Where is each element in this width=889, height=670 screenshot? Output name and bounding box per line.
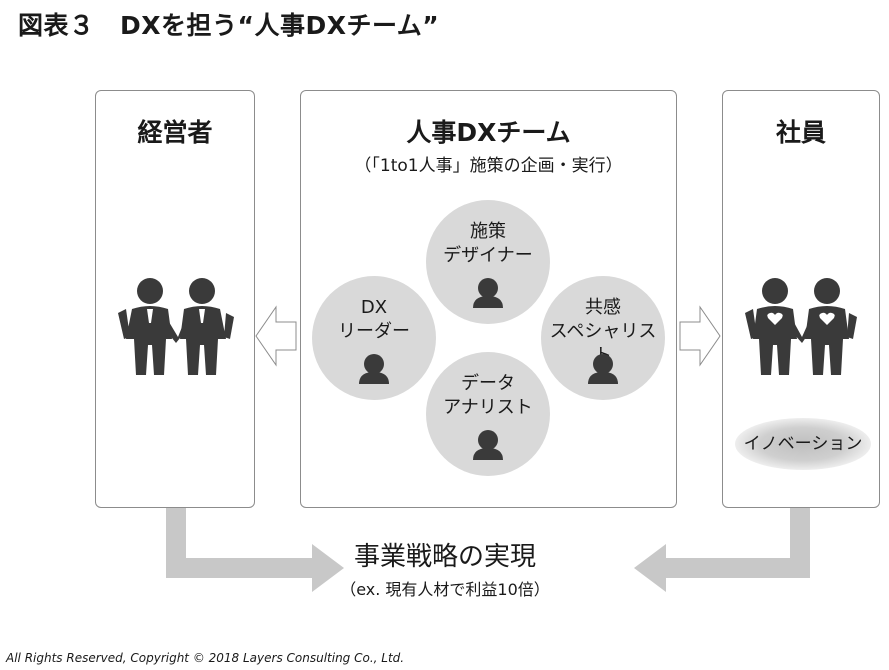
role-empathy-specialist: 共感 スペシャリスト xyxy=(541,276,665,400)
executives-people-icon xyxy=(118,278,234,375)
employees-people-icon xyxy=(745,278,857,375)
role-dx-leader: DX リーダー xyxy=(312,276,436,400)
role-policy-designer: 施策 デザイナー xyxy=(426,200,550,324)
person-icon xyxy=(588,354,618,384)
goal-title: 事業戦略の実現 xyxy=(353,542,536,572)
goal-subtitle: （ex. 現有人材で利益10倍） xyxy=(340,580,550,599)
employees-title: 社員 xyxy=(775,118,826,147)
team-title: 人事DXチーム xyxy=(406,118,571,147)
arrow-executives-to-goal xyxy=(166,506,344,592)
role-data-analyst: データ アナリスト xyxy=(426,352,550,476)
executives-panel: 経営者 xyxy=(95,90,255,508)
team-subtitle: （「1to1人事」施策の企画・実行） xyxy=(354,156,623,176)
heart-icon xyxy=(767,312,835,325)
role-label: 施策 デザイナー xyxy=(443,221,533,266)
arrow-employees-to-goal xyxy=(634,506,810,592)
role-label: DX リーダー xyxy=(338,297,410,342)
copyright-notice: All Rights Reserved, Copyright © 2018 La… xyxy=(6,651,405,665)
person-icon xyxy=(359,354,389,384)
person-icon xyxy=(473,430,503,460)
figure-title: 図表３ DXを担う“人事DXチーム” xyxy=(18,11,440,40)
person-icon xyxy=(473,278,503,308)
role-label: データ アナリスト xyxy=(443,373,533,418)
executives-title: 経営者 xyxy=(137,118,213,147)
innovation-badge: イノベーション xyxy=(735,418,871,470)
